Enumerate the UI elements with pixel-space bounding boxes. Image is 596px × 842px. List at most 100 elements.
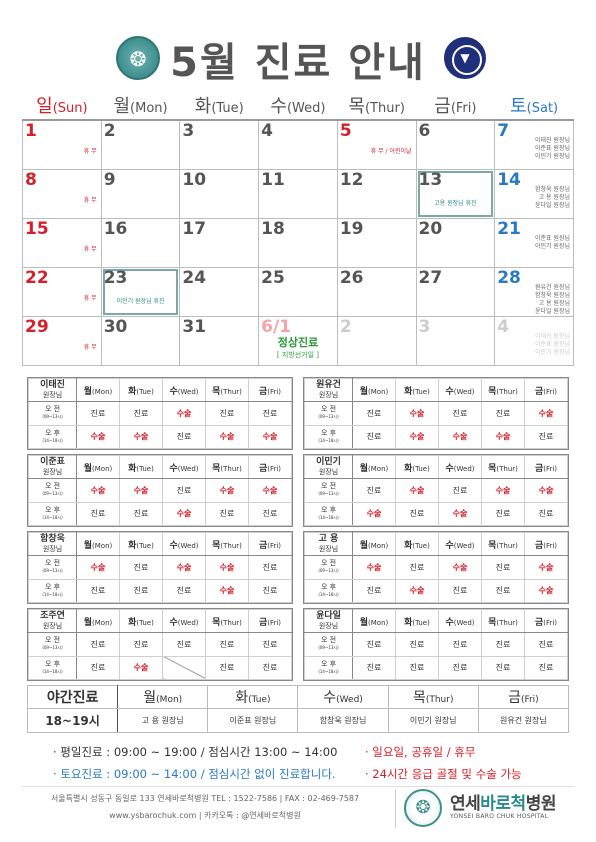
schedule-slot: 진료 <box>352 401 396 426</box>
schedule-slot: 진료 <box>524 424 568 449</box>
schedule-day-en: (Fri) <box>543 464 558 473</box>
schedule-slot: 수술 <box>481 478 525 503</box>
schedule-day-en: (Fri) <box>543 541 558 550</box>
schedule-slot: 진료 <box>352 655 396 680</box>
schedule-day-header: 목(Thur) <box>205 378 249 402</box>
schedule-slot: 수술 <box>248 424 292 449</box>
schedule-slot: 진료 <box>248 401 292 426</box>
closed-note: 휴 무 <box>83 245 97 253</box>
page-title: 5월 진료 안내 <box>170 40 426 86</box>
period-time: (14~18시) <box>42 668 63 674</box>
weekday-en-label: (Wed) <box>286 100 326 116</box>
schedule-slot: 진료 <box>481 655 525 680</box>
schedule-day-en: (Fri) <box>267 618 282 627</box>
schedule-day-header: 목(Thur) <box>481 609 525 633</box>
night-doctor: 원유건 원장님 <box>477 708 570 733</box>
schedule-day-header: 수(Wed) <box>438 532 482 556</box>
day-number: 21 <box>497 218 521 239</box>
calendar-day: 20 <box>415 217 496 268</box>
schedule-slot: 진료 <box>119 501 163 526</box>
schedule-day-en: (Wed) <box>453 618 475 627</box>
calendar-day: 2 <box>336 315 417 366</box>
schedule-day-header: 목(Thur) <box>205 609 249 633</box>
weekday-en-label: (Mon) <box>130 100 168 116</box>
calendar-day: 16 <box>100 217 181 268</box>
schedule-day-header: 수(Wed) <box>162 378 206 402</box>
schedule-day-en: (Wed) <box>177 464 199 473</box>
schedule-day-en: (Wed) <box>177 618 199 627</box>
schedule-slot: 진료 <box>438 655 482 680</box>
day-number: 14 <box>497 169 521 190</box>
schedule-day-en: (Mon) <box>368 541 389 550</box>
schedule-slot: 진료 <box>248 632 292 657</box>
hospital-logo-icon <box>404 789 442 827</box>
schedule-slot: 수술 <box>395 478 439 503</box>
period-time: (09~13시) <box>318 414 339 420</box>
schedule-slot: 진료 <box>248 655 292 680</box>
saturday-doctor: 고 용 원장님 <box>538 299 570 307</box>
schedule-day-header: 금(Fri) <box>248 455 292 479</box>
schedule-day-en: (Thur) <box>496 541 518 550</box>
doctor-title: 원장님 <box>42 391 63 399</box>
night-day-header: 월(Mon) <box>117 685 209 709</box>
schedule-day-header: 금(Fri) <box>524 455 568 479</box>
weekday-en-label: (Thur) <box>364 100 405 116</box>
schedule-slot: 수술 <box>205 578 249 603</box>
saturday-doctor: 이민기 원장님 <box>534 348 570 356</box>
schedule-day-en: (Thur) <box>220 541 242 550</box>
period-cell: 오 후(14~18시) <box>28 501 77 526</box>
calendar-day: 11 <box>258 168 338 219</box>
period-cell: 오 전(09~13시) <box>304 632 353 657</box>
schedule-slot: 수술 <box>524 578 568 603</box>
period-time: (09~13시) <box>42 568 63 574</box>
schedule-slot: 수술 <box>438 501 482 526</box>
election-day-label: [ 지방선거일 ] <box>276 350 320 359</box>
period-cell: 오 후(14~18시) <box>304 501 353 526</box>
schedule-slot: 수술 <box>395 401 439 426</box>
weekday-header: 일(Sun) <box>22 90 102 121</box>
period-cell: 오 후(14~18시) <box>304 424 353 449</box>
night-doctor: 이민기 원장님 <box>387 708 479 733</box>
schedule-slot: 수술 <box>352 501 396 526</box>
weekday-header: 금(Fri) <box>416 90 495 121</box>
header: 5월 진료 안내 <box>0 28 596 88</box>
period-cell: 오 전(09~13시) <box>304 401 353 426</box>
night-day-ko: 화 <box>235 690 249 706</box>
calendar-day: 25 <box>258 266 338 317</box>
night-doctor: 고 용 원장님 <box>117 708 209 733</box>
schedule-day-header: 월(Mon) <box>352 378 396 402</box>
calendar: 일(Sun)월(Mon)화(Tue)수(Wed)목(Thur)금(Fri)토(S… <box>22 90 574 366</box>
schedule-slot: 진료 <box>76 578 120 603</box>
schedule-slot: 진료 <box>119 632 163 657</box>
schedule-day-en: (Tue) <box>412 387 430 396</box>
notes: · 평일진료 : 09:00 ~ 19:00 / 점심시간 13:00 ~ 14… <box>53 741 573 785</box>
schedule-day-en: (Fri) <box>543 618 558 627</box>
schedule-slot: 수술 <box>205 424 249 449</box>
schedule-day-header: 화(Tue) <box>119 609 163 633</box>
schedule-day-en: (Mon) <box>92 464 113 473</box>
schedule-slot: 진료 <box>524 632 568 657</box>
doctor-off-note: 이민기 원장님 휴진 <box>116 297 165 305</box>
day-number: 3 <box>418 316 431 337</box>
schedule-slot: 수술 <box>524 401 568 426</box>
saturday-doctor: 이준표 원장님 <box>534 340 570 348</box>
period-cell: 오 전(09~13시) <box>28 632 77 657</box>
schedule-day-header: 목(Thur) <box>481 378 525 402</box>
saturday-doctor: 이태진 원장님 <box>534 137 570 144</box>
doctor-title: 원장님 <box>42 468 63 476</box>
schedule-slot: 진료 <box>481 501 525 526</box>
night-day-header: 수(Wed) <box>297 685 389 709</box>
